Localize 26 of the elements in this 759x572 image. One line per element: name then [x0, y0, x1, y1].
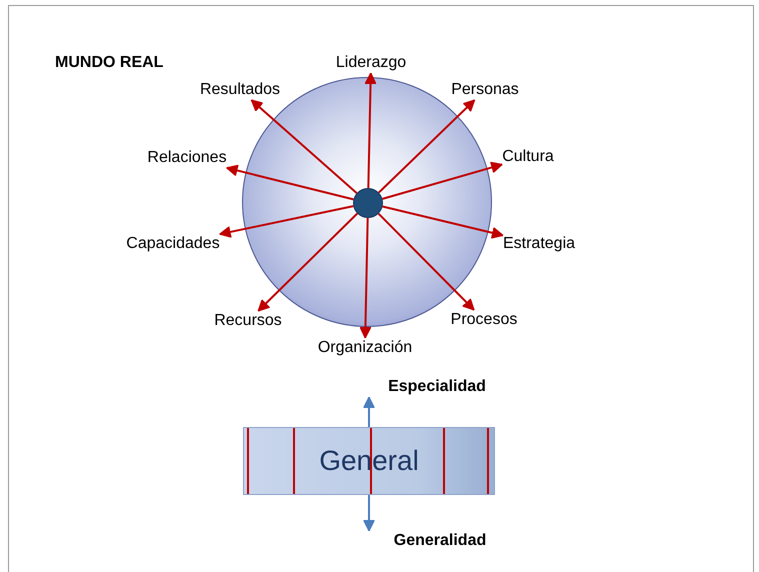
- category-label: Liderazgo: [336, 53, 406, 73]
- category-label: Organización: [318, 338, 412, 358]
- category-label: Capacidades: [126, 234, 220, 254]
- arrow: [362, 396, 376, 427]
- arrow: [378, 212, 475, 311]
- axis-label: Especialidad: [388, 377, 486, 397]
- category-label: Personas: [451, 80, 519, 100]
- category-label: Cultura: [502, 147, 554, 167]
- arrow: [226, 164, 354, 200]
- arrow: [362, 495, 376, 532]
- arrow: [359, 218, 372, 339]
- arrow: [382, 206, 504, 239]
- hub-dot: [353, 188, 383, 218]
- arrow: [250, 99, 358, 194]
- category-label: Procesos: [450, 310, 518, 330]
- arrow: [257, 212, 358, 312]
- diagram-label: MUNDO REAL: [55, 53, 164, 73]
- arrow: [378, 99, 476, 194]
- arrow: [219, 205, 354, 238]
- arrow: [382, 162, 503, 200]
- category-label: Recursos: [214, 311, 282, 331]
- category-label: Estrategia: [502, 234, 576, 254]
- arrow: [364, 72, 377, 188]
- axis-label: Generalidad: [394, 531, 486, 551]
- category-label: Resultados: [200, 80, 280, 100]
- category-label: Relaciones: [147, 148, 227, 168]
